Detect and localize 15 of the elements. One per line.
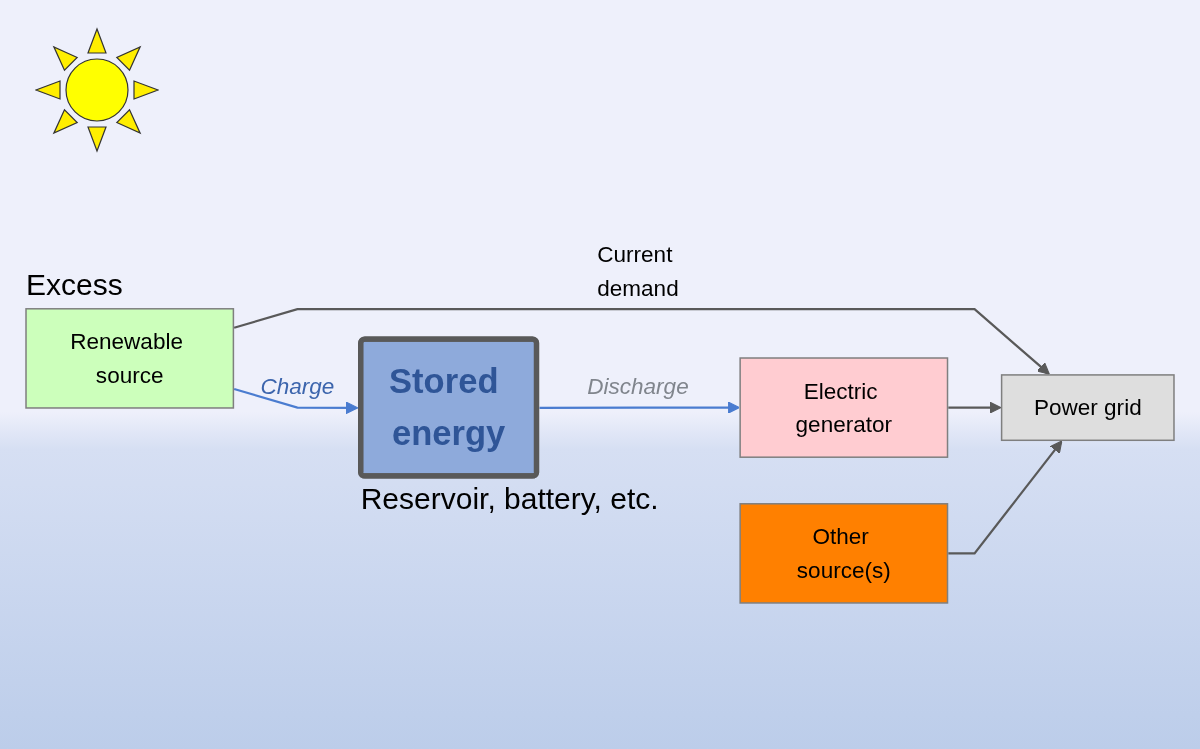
arrow	[233, 387, 359, 415]
process-box: Renewable source	[25, 308, 235, 409]
process-box: Power grid	[1000, 374, 1175, 442]
process-box: Electric generator	[739, 357, 949, 458]
node-caption: Excess	[26, 267, 123, 303]
arrow	[539, 401, 740, 414]
storage-box: Stored energy	[358, 336, 540, 479]
arrow	[233, 308, 1050, 375]
arrow	[948, 440, 1063, 555]
edge-label: Charge	[260, 373, 335, 399]
edge-label: Discharge	[587, 373, 689, 399]
arrow	[948, 401, 1002, 414]
edge-label: Current demand	[597, 241, 679, 301]
process-box: Other source(s)	[739, 503, 949, 604]
node-caption: Reservoir, battery, etc.	[360, 481, 659, 517]
